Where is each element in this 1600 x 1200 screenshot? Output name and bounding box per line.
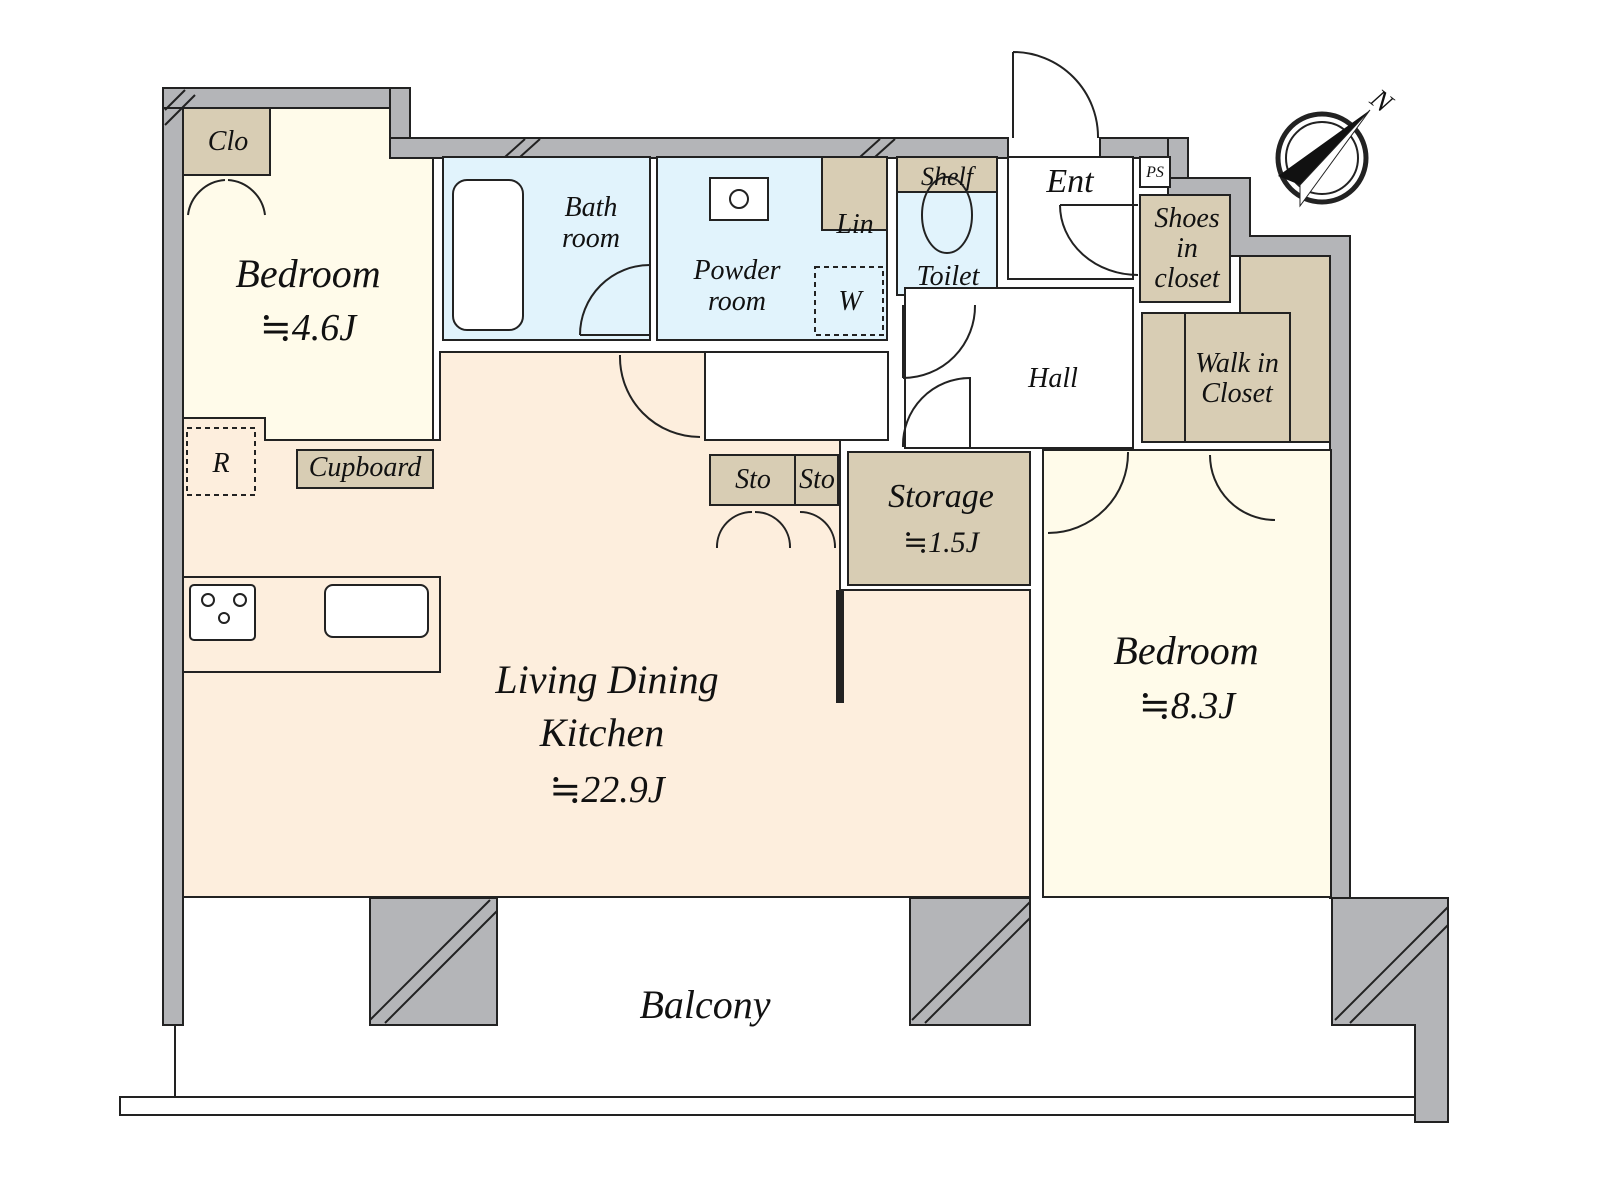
storage-label: Storage <box>888 478 994 515</box>
hall-label: Hall <box>1027 363 1078 394</box>
bedroom-large-label: Bedroom <box>1113 628 1258 673</box>
sto1-label: Sto <box>735 464 771 495</box>
corridor <box>704 351 889 441</box>
kitchen-sink-icon <box>324 584 429 638</box>
powder-label: Powder <box>692 255 780 286</box>
pipe-space <box>1139 156 1171 188</box>
storage-area: ≒1.5J <box>903 526 981 559</box>
bath-label-2: room <box>562 223 620 254</box>
pipe-space-label: PS <box>1145 164 1164 181</box>
entrance <box>1007 156 1134 280</box>
shoes-label-3: closet <box>1154 263 1221 294</box>
shoes-label: Shoes <box>1154 203 1219 234</box>
bathtub <box>452 179 524 331</box>
sink-icon <box>709 177 769 221</box>
ldk-area: ≒22.9J <box>549 769 666 811</box>
walk-in-label-2: Closet <box>1201 378 1274 409</box>
sto2-label: Sto <box>799 464 835 495</box>
compass-icon: N <box>1275 83 1399 208</box>
shelf <box>896 156 998 193</box>
shoes-label-2: in <box>1176 233 1198 264</box>
refrigerator-space <box>186 427 256 496</box>
compass-north-label: N <box>1363 83 1399 120</box>
toilet-label: Toilet <box>917 261 981 292</box>
bedroom-small-area: ≒4.6J <box>260 307 358 349</box>
bedroom-large <box>1042 449 1332 898</box>
hall <box>904 287 1134 449</box>
refrigerator-label: R <box>211 448 229 479</box>
bath-label: Bath <box>565 192 618 223</box>
washer-label: W <box>838 286 864 317</box>
storage <box>847 451 1031 586</box>
shoes-closet <box>1139 194 1231 303</box>
ldk-label: Living Dining <box>494 657 718 702</box>
closet-label: Clo <box>208 126 248 157</box>
door-swings[interactable] <box>187 51 1276 549</box>
washer-space <box>814 266 884 336</box>
walk-in-label: Walk in <box>1195 348 1279 379</box>
powder-label-2: room <box>708 286 766 317</box>
linen-label: Lin <box>835 209 873 240</box>
closet <box>182 107 271 176</box>
toilet-icon <box>921 176 973 254</box>
linen-closet <box>821 156 888 231</box>
balcony-label: Balcony <box>639 982 770 1027</box>
cupboard-label: Cupboard <box>309 452 423 483</box>
bedroom-small-label: Bedroom <box>235 251 380 296</box>
entrance-label: Ent <box>1045 163 1095 200</box>
storage-cabinet-1 <box>709 454 796 506</box>
storage-cabinet-2 <box>794 454 839 506</box>
wall-hatching <box>164 89 1449 1024</box>
bedroom-large-area: ≒8.3J <box>1139 685 1237 727</box>
shelf-label: Shelf <box>921 162 977 191</box>
balcony-railing <box>119 1096 1418 1116</box>
ldk-label-2: Kitchen <box>539 710 664 755</box>
cupboard <box>296 449 434 489</box>
